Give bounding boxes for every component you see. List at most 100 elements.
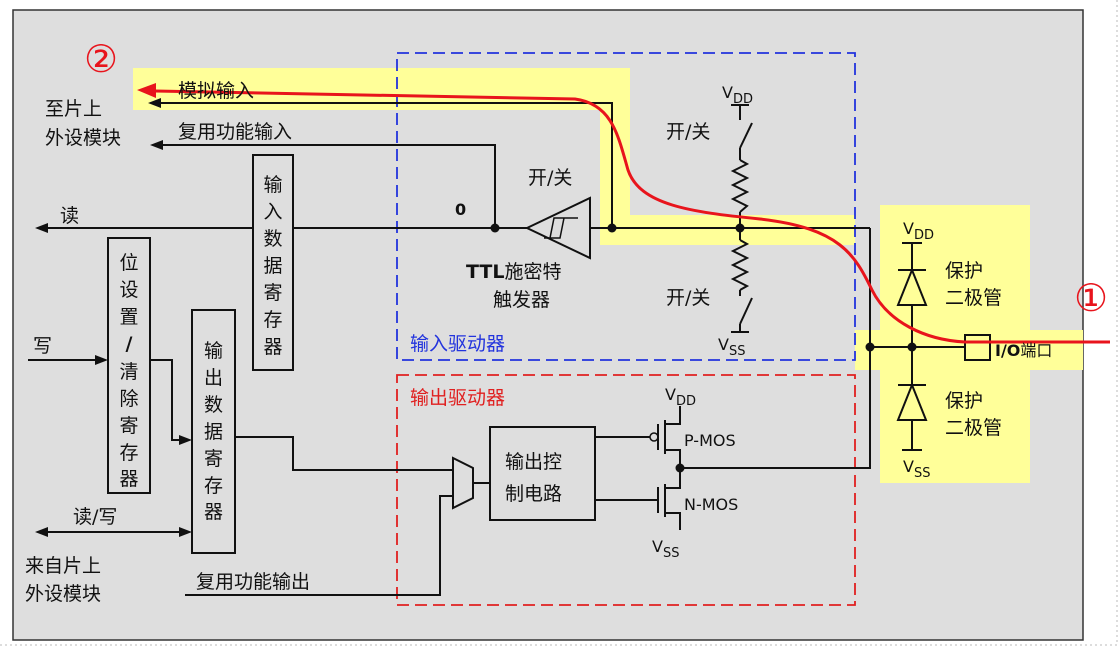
- to-peripheral-label-line1: 至片上: [45, 98, 102, 120]
- output-data-register: [191, 309, 236, 554]
- to-peripheral-label-line2: 外设模块: [45, 127, 121, 149]
- io-protection-highlight: [855, 205, 1083, 483]
- schmitt-trigger-symbol: [524, 196, 591, 260]
- register-char: 据: [263, 255, 282, 277]
- output-data-register-label: 输 出 数 据 寄 存 器: [204, 340, 223, 523]
- output-vss-label: VSS: [652, 537, 679, 561]
- pull-down-switch: [739, 297, 753, 325]
- io-port-label: I/O端口: [995, 341, 1052, 360]
- output-vdd-v: V: [665, 385, 676, 404]
- schmitt-trigger-label-bold: TTL: [466, 261, 504, 283]
- junction-pull-resistors: [735, 223, 745, 233]
- output-register-to-mux-wire: [235, 436, 453, 471]
- pull-down-supply-v: V: [718, 335, 729, 354]
- input-data-register-label: 输 入 数 据 寄 存 器: [263, 174, 282, 358]
- output-vss-sub: SS: [663, 546, 680, 561]
- upper-diode-label-line1: 保护: [945, 260, 983, 282]
- schmitt-switch-label: 开/关: [528, 167, 572, 189]
- hysteresis-icon: [544, 217, 578, 239]
- output-control-label-line2: 制电路: [505, 483, 562, 505]
- upper-diode-label-line2: 二极管: [945, 287, 1002, 309]
- read-write-label: 读/写: [73, 506, 117, 528]
- protection-vss-v: V: [903, 457, 914, 476]
- lower-diode-label-line1: 保护: [945, 390, 983, 412]
- nmos-drain-lead: [665, 468, 681, 489]
- register-char: 存: [204, 475, 223, 497]
- pull-down-supply-label: VSS: [718, 335, 745, 359]
- analog-input-label: 模拟输入: [178, 80, 254, 102]
- register-char: 据: [204, 421, 223, 443]
- junction-alt-input: [490, 223, 500, 233]
- register-char: 寄: [119, 415, 138, 437]
- junction-transistors: [675, 463, 685, 473]
- bit-register-to-output-register-wire: [150, 359, 181, 441]
- bit-set-reset-register-label: 位 设 置 / 清 除 寄 存 器: [119, 252, 138, 490]
- schmitt-trigger-label-line2: 触发器: [493, 289, 550, 311]
- pmos-label: P-MOS: [684, 431, 736, 450]
- alt-function-input-label: 复用功能输入: [178, 121, 292, 143]
- schmitt-trigger-label-line1: TTL施密特: [466, 261, 561, 283]
- register-char: 寄: [263, 282, 282, 304]
- output-control-box: [489, 426, 596, 521]
- register-char: 输: [204, 340, 223, 362]
- bit-set-reset-register: [107, 237, 151, 494]
- junction-analog-input: [607, 223, 617, 233]
- register-char: 除: [119, 388, 138, 410]
- output-control-label-line1: 输出控: [505, 451, 562, 473]
- zero-label: 0: [455, 200, 466, 219]
- protection-vdd-label: VDD: [903, 219, 934, 243]
- input-driver-box: [396, 52, 856, 361]
- write-label: 写: [33, 335, 52, 357]
- junction-diodes: [907, 342, 917, 352]
- pull-down-supply-sub: SS: [729, 344, 746, 359]
- write-arrowhead: [95, 355, 108, 365]
- input-driver-label: 输入驱动器: [410, 333, 505, 355]
- analog-signal-path: [154, 89, 1110, 344]
- register-char: /: [126, 333, 133, 355]
- junction-io-node: [865, 342, 875, 352]
- register-char: 出: [204, 367, 223, 389]
- pmos-source-lead: [665, 406, 681, 425]
- pull-up-supply-v: V: [722, 83, 733, 102]
- nmos-label: N-MOS: [684, 495, 738, 514]
- nmos-source-lead: [665, 512, 681, 530]
- io-input-marker: ①: [1074, 276, 1108, 320]
- io-pad: [964, 334, 991, 361]
- io-port-label-rest: 端口: [1020, 341, 1052, 360]
- analog-signal-arrowhead: [137, 83, 156, 98]
- analog-output-marker: ②: [84, 37, 118, 81]
- io-node-wire: [680, 228, 871, 469]
- read-write-left-arrowhead: [35, 527, 48, 537]
- pull-up-switch-label: 开/关: [666, 121, 710, 143]
- pull-up-resistor: [730, 159, 750, 213]
- protection-vss-label: VSS: [903, 457, 930, 481]
- output-driver-label: 输出驱动器: [410, 387, 505, 409]
- register-char: 数: [204, 394, 223, 416]
- output-vdd-sub: DD: [676, 394, 696, 409]
- register-char: 器: [204, 501, 223, 523]
- pull-down-switch-label: 开/关: [666, 287, 710, 309]
- register-char: 入: [263, 201, 282, 223]
- register-char: 数: [263, 228, 282, 250]
- register-char: 存: [263, 309, 282, 331]
- read-write-right-arrowhead: [179, 527, 192, 537]
- register-char: 寄: [204, 448, 223, 470]
- output-vss-v: V: [652, 537, 663, 556]
- schmitt-trigger-label-rest: 施密特: [504, 261, 561, 283]
- alt-function-output-wire: [185, 495, 453, 596]
- protection-vss-sub: SS: [914, 466, 931, 481]
- register-char: 清: [119, 361, 138, 383]
- analog-input-wire: [158, 102, 613, 228]
- register-char: 输: [263, 174, 282, 196]
- read-arrowhead: [35, 223, 48, 233]
- output-mux: [452, 456, 474, 510]
- alt-function-output-label: 复用功能输出: [196, 571, 310, 593]
- from-peripheral-label-line1: 来自片上: [25, 555, 101, 577]
- pull-up-supply-sub: DD: [733, 92, 753, 107]
- alt-function-input-arrowhead: [150, 140, 163, 150]
- register-char: 器: [119, 468, 138, 490]
- input-data-register: [252, 154, 294, 371]
- register-char: 器: [263, 336, 282, 358]
- pull-up-switch: [739, 122, 753, 149]
